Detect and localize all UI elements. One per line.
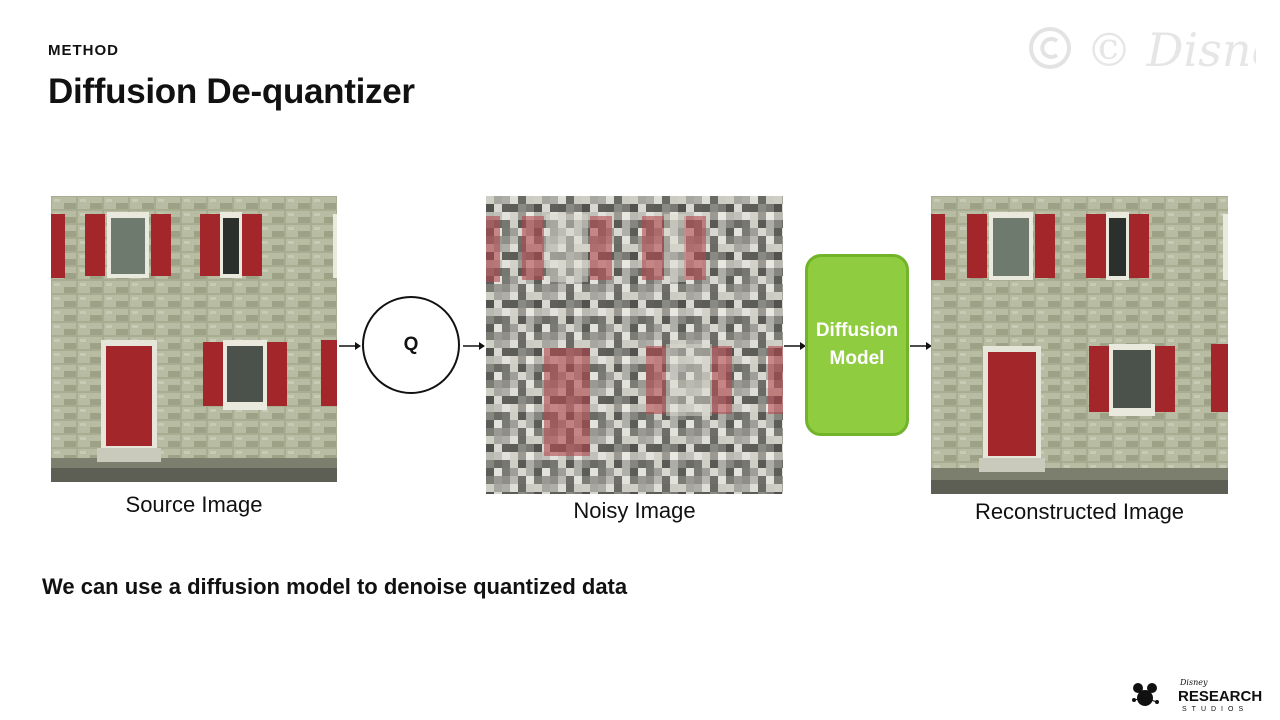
diffusion-model-node: Diffusion Model: [805, 254, 909, 436]
slide-title: Diffusion De-quantizer: [48, 72, 415, 111]
disney-research-logo: Disney RESEARCH STUDIOS: [1130, 676, 1275, 714]
reconstructed-image-caption: Reconstructed Image: [974, 499, 1185, 524]
source-image: [51, 196, 337, 482]
logo-small-text: Disney: [1179, 678, 1208, 687]
quantizer-label: Q: [403, 334, 419, 355]
copyright-disney-watermark: © Disney: [1026, 14, 1280, 94]
noisy-image: [486, 196, 783, 494]
reconstructed-image: [931, 196, 1228, 494]
mickey-network-icon: [1132, 683, 1159, 706]
quantizer-node: Q: [362, 296, 460, 394]
source-image-caption: Source Image: [125, 492, 263, 517]
arrow-noisy-to-model: [784, 339, 806, 357]
noisy-image-caption: Noisy Image: [573, 498, 696, 523]
arrow-source-to-q: [339, 339, 361, 357]
logo-main-text: RESEARCH: [1178, 688, 1262, 705]
watermark-text: © Disney: [1086, 23, 1256, 77]
arrow-q-to-noisy: [463, 339, 485, 357]
slide-subtitle: We can use a diffusion model to denoise …: [42, 574, 628, 599]
logo-sub-text: STUDIOS: [1182, 706, 1248, 713]
arrow-model-to-reconstructed: [910, 339, 932, 357]
diffusion-model-label-line1: Diffusion: [815, 320, 899, 341]
section-label: METHOD: [48, 42, 119, 59]
diffusion-model-label-line2: Model: [829, 348, 885, 369]
